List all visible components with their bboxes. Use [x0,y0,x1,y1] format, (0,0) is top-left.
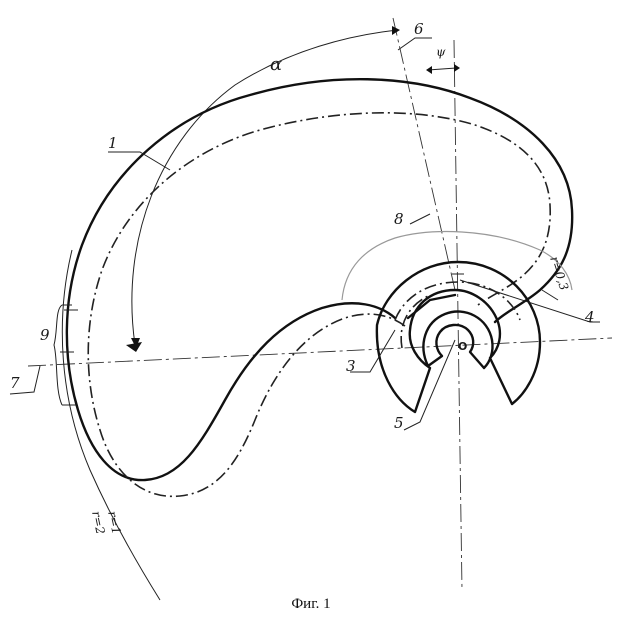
label-5: 5 [394,414,404,432]
arrowhead-horizontal-left [126,342,142,352]
figure-caption: Фиг. 1 [291,596,331,612]
vertical-axis-line [453,39,463,591]
hub-thick-segment [406,293,457,320]
psi-arrow-line [427,67,457,71]
leader-r03 [541,289,559,301]
label-1: 1 [108,134,118,152]
leader-8 [341,230,573,301]
label-alpha: α [270,54,282,75]
label-r2: r=2 [89,510,108,536]
label-4: 4 [584,308,595,326]
label-3: 3 [346,357,356,375]
label-8: 8 [394,210,404,228]
dashdot-contour [87,112,551,498]
psi-arrowhead [454,64,460,72]
leader-1 [108,151,171,171]
leader-5 [403,339,456,431]
leader-8-tick [409,213,431,225]
label-7: 7 [10,374,20,392]
rotated-axis-line-6 [392,17,456,291]
outer-curve-r2 [61,249,161,601]
label-origin: O [458,340,467,353]
psi-arrowhead-left [426,66,432,74]
horizontal-axis-line [27,337,613,367]
label-psi: ψ [436,45,446,59]
alpha-arrowhead-top [392,26,400,35]
inner-dashdot-ring-2 [400,295,429,349]
leader-7 [9,365,41,395]
leader-6 [397,37,432,51]
alpha-angle-arc [131,29,399,346]
brace-9 [53,304,63,406]
outer-contour-1 [65,78,574,482]
label-r1: r=1 [105,510,124,536]
leader-3 [350,329,396,373]
label-9: 9 [40,326,50,344]
label-r03: r=0,3 [547,255,571,293]
inner-dashdot-ring [394,281,521,321]
leader-4 [459,279,600,323]
alpha-arrowhead-bottom [131,338,140,348]
label-6: 6 [414,20,424,38]
center-bore [422,310,494,370]
